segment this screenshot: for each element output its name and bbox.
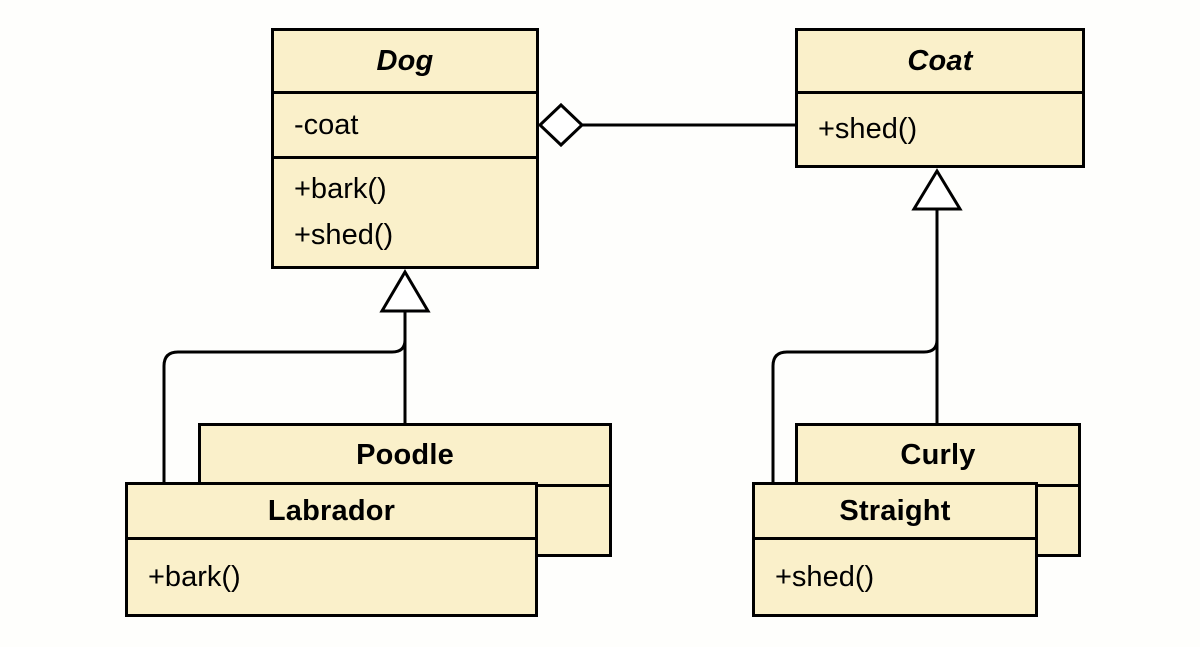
method-shed: +shed() <box>294 219 394 251</box>
class-box-coat[interactable]: Coat +shed() <box>795 28 1085 168</box>
class-attributes-dog: -coat <box>274 91 536 156</box>
method-shed: +shed() <box>818 113 918 145</box>
class-methods-labrador: +bark() <box>128 537 535 614</box>
class-box-labrador[interactable]: Labrador +bark() <box>125 482 538 617</box>
class-name-straight: Straight <box>839 494 951 527</box>
attribute-coat: -coat <box>294 108 359 141</box>
method-bark: +bark() <box>294 173 387 205</box>
class-methods-coat: +shed() <box>798 91 1082 165</box>
hollow-diamond-icon <box>537 102 585 148</box>
class-name-poodle: Poodle <box>356 438 454 471</box>
hollow-triangle-icon <box>379 269 431 313</box>
class-name-coat: Coat <box>907 44 973 77</box>
class-name-curly: Curly <box>900 438 976 471</box>
class-box-straight[interactable]: Straight +shed() <box>752 482 1038 617</box>
class-methods-dog: +bark() +shed() <box>274 156 536 266</box>
class-name-labrador: Labrador <box>267 494 396 527</box>
class-methods-straight: +shed() <box>755 537 1035 614</box>
class-box-dog[interactable]: Dog -coat +bark() +shed() <box>271 28 539 269</box>
method-bark: +bark() <box>148 560 241 593</box>
hollow-triangle-icon <box>911 168 963 211</box>
class-name-dog: Dog <box>376 44 434 77</box>
aggregation-dog-coat <box>537 102 795 148</box>
method-shed: +shed() <box>775 560 875 593</box>
